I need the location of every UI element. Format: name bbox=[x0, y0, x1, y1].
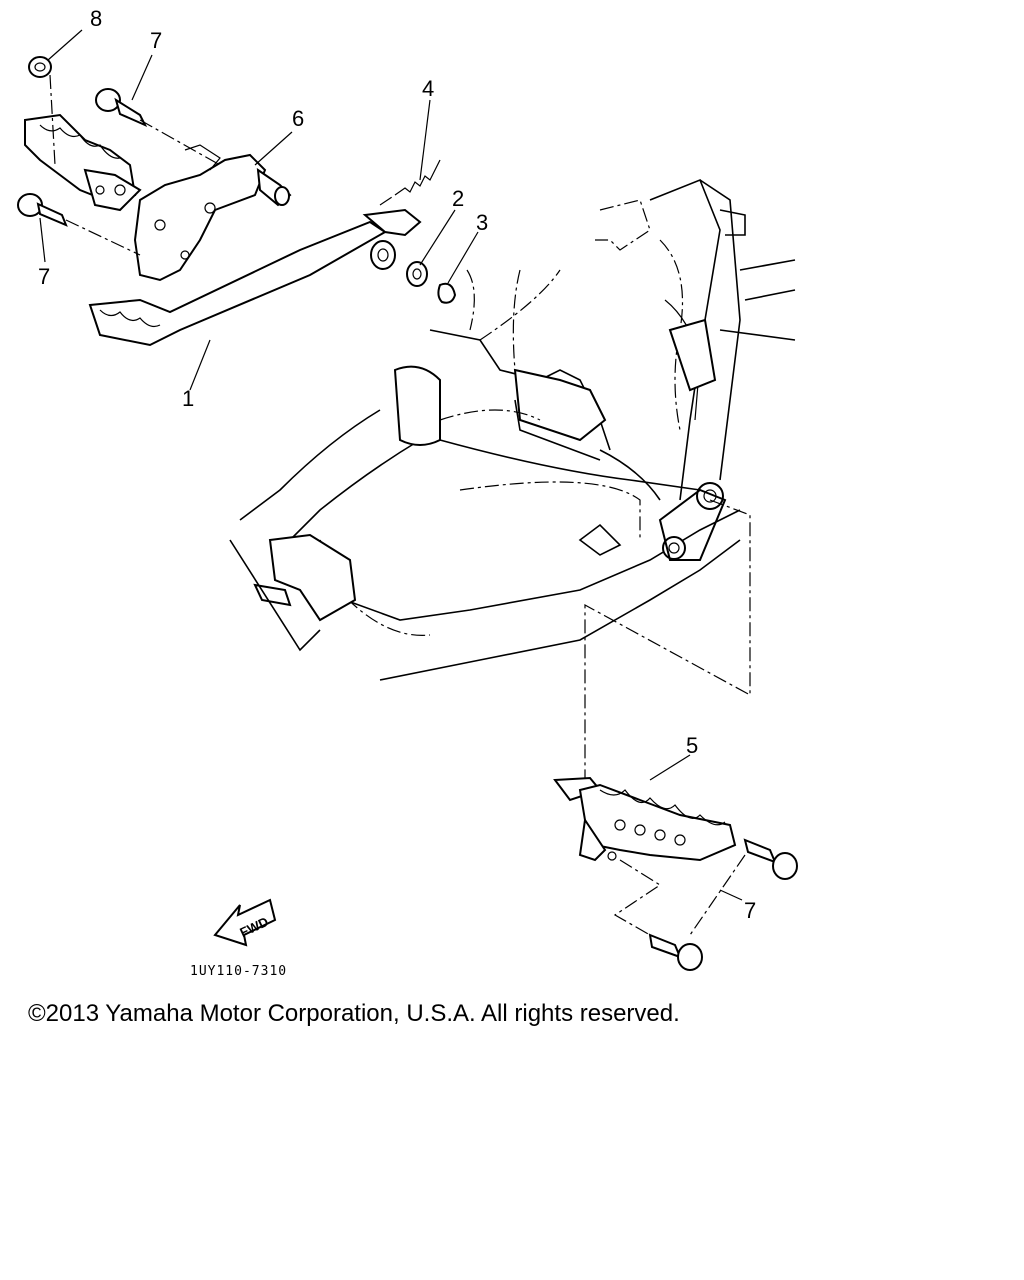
exploded-parts-diagram: 8 7 6 4 2 3 7 1 5 7 FWD 1UY110-7310 bbox=[17, 6, 798, 979]
assembly-guide-lines bbox=[49, 74, 751, 936]
callout-6: 6 bbox=[292, 106, 304, 131]
leader-lines bbox=[39, 29, 743, 901]
footrest-bracket bbox=[133, 144, 292, 282]
callout-4: 4 bbox=[422, 76, 434, 101]
washer-2 bbox=[406, 261, 428, 287]
drawing-code: 1UY110-7310 bbox=[190, 964, 287, 979]
bolt-7-top bbox=[95, 88, 148, 128]
brake-pedal bbox=[88, 208, 422, 347]
callout-3: 3 bbox=[476, 210, 488, 235]
footrest-5 bbox=[553, 776, 737, 862]
rider-footpeg-left bbox=[24, 113, 142, 212]
frame-assembly bbox=[229, 178, 796, 681]
fwd-arrow-icon: FWD bbox=[213, 898, 277, 947]
callout-7-top: 7 bbox=[150, 28, 162, 53]
bolt-7-left bbox=[17, 193, 68, 227]
callout-5: 5 bbox=[686, 733, 698, 758]
callout-7-left: 7 bbox=[38, 264, 50, 289]
clip-3 bbox=[437, 282, 457, 304]
copyright-notice: ©2013 Yamaha Motor Corporation, U.S.A. A… bbox=[28, 1000, 680, 1027]
spring-4 bbox=[379, 159, 441, 206]
callout-7-bottom: 7 bbox=[744, 898, 756, 923]
callout-1: 1 bbox=[182, 386, 194, 411]
callout-2: 2 bbox=[452, 186, 464, 211]
nut-8 bbox=[28, 56, 52, 78]
bolt-7-bottom bbox=[648, 933, 703, 971]
callout-8: 8 bbox=[90, 6, 102, 31]
bolt-7-right bbox=[743, 838, 798, 880]
